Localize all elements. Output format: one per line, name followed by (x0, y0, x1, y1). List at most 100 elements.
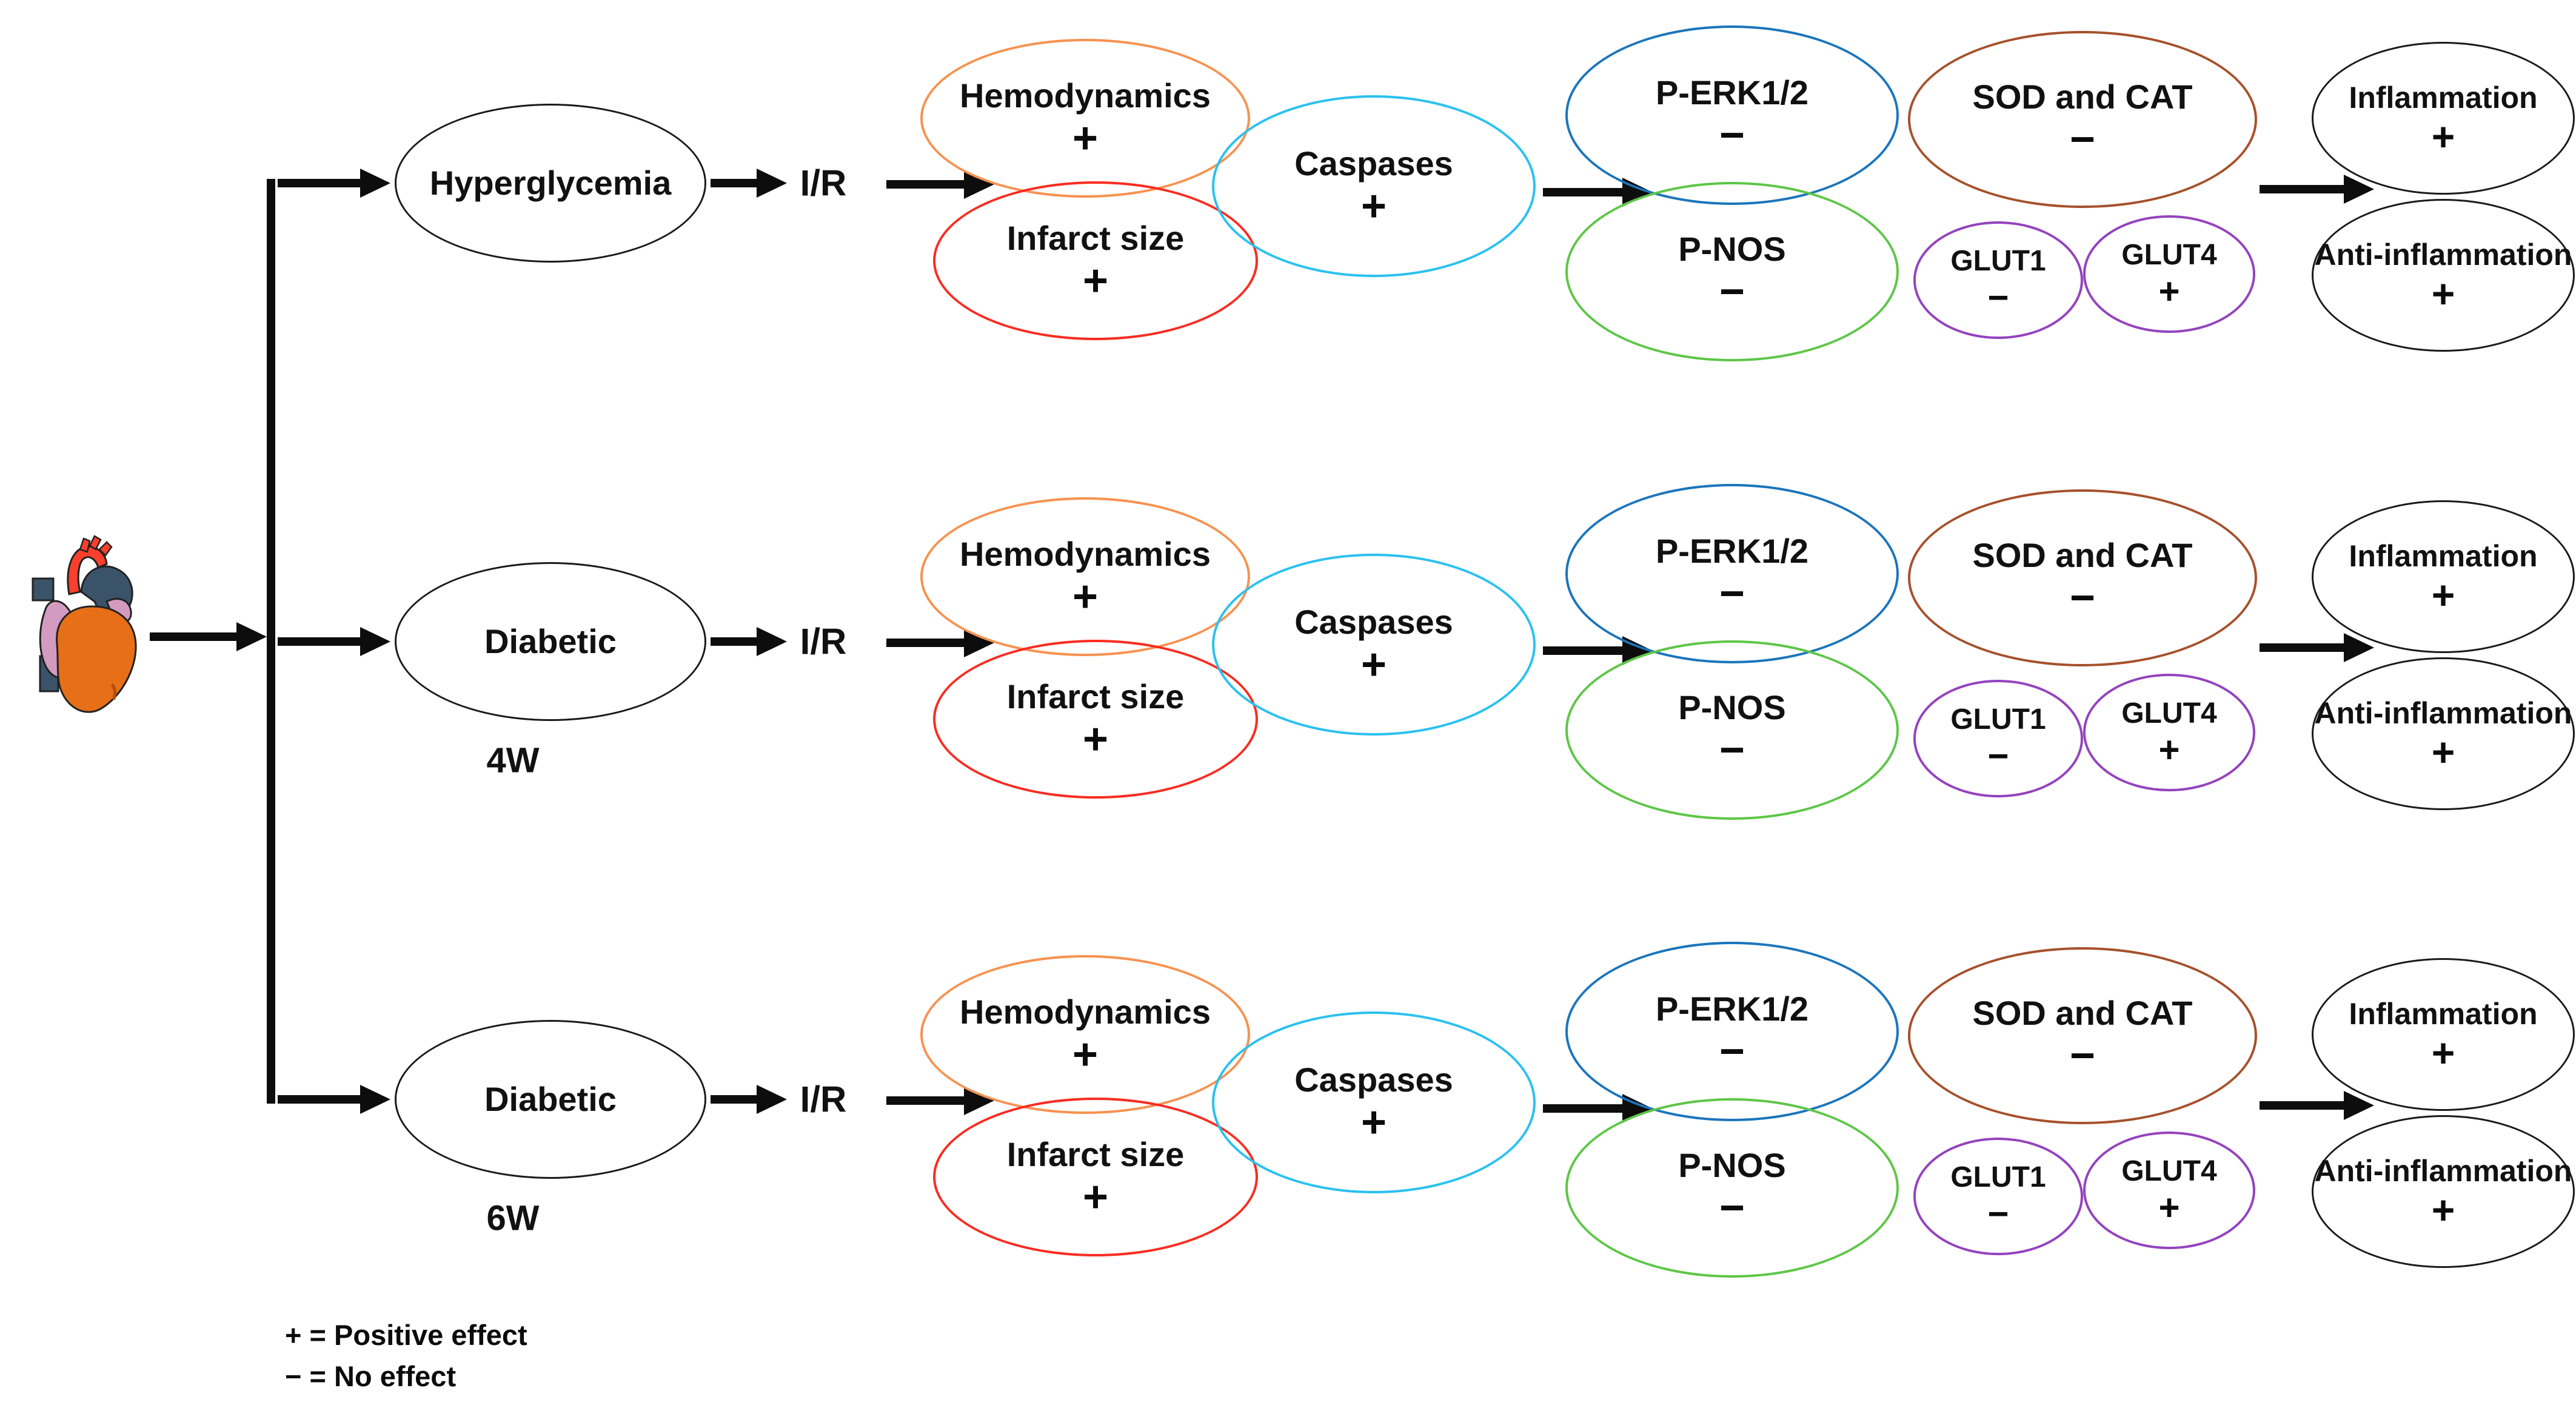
flow-arrow-1 (278, 1085, 390, 1114)
glut1-ellipse: GLUT1− (1913, 221, 2083, 339)
glut4-sign: + (2158, 271, 2180, 312)
pnos-label: P-NOS (1678, 230, 1786, 269)
condition-label: Hyperglycemia (429, 163, 672, 202)
hemodynamics-label: Hemodynamics (960, 76, 1211, 115)
caspases-label: Caspases (1294, 603, 1453, 642)
glut4-ellipse: GLUT4+ (2083, 1132, 2255, 1249)
hemodynamics-ellipse: Hemodynamics+ (920, 39, 1250, 198)
sod-cat-ellipse: SOD and CAT− (1908, 489, 2257, 666)
caspases-ellipse: Caspases+ (1212, 95, 1536, 277)
arrowhead (360, 169, 390, 198)
condition-ellipse: Diabetic (395, 1020, 706, 1179)
hemodynamics-ellipse: Hemodynamics+ (920, 955, 1250, 1114)
inflammation-label: Inflammation (2349, 539, 2538, 574)
flow-arrow-3 (886, 170, 994, 199)
sod-cat-ellipse: SOD and CAT− (1908, 31, 2257, 208)
p-nos-ellipse: P-NOS− (1565, 182, 1899, 361)
p-nos-ellipse: P-NOS− (1565, 1098, 1899, 1278)
flow-arrow-5 (2260, 1091, 2374, 1120)
infarct-sign: + (1082, 257, 1109, 305)
arrowhead (360, 627, 390, 656)
inflammation-sign: + (2431, 113, 2455, 159)
sod-sign: − (2069, 574, 2096, 622)
inflammation-ellipse: Inflammation+ (2312, 42, 2575, 195)
infarct-sign: + (1082, 1173, 1109, 1221)
flow-arrow-5 (2260, 633, 2374, 662)
sod-label: SOD and CAT (1972, 536, 2193, 575)
glut1-ellipse: GLUT1− (1913, 1138, 2083, 1255)
glut4-label: GLUT4 (2121, 697, 2217, 729)
inflammation-label: Inflammation (2349, 81, 2538, 115)
arrowhead (757, 627, 787, 656)
condition-label: Diabetic (484, 622, 617, 660)
anti-label: Anti-inflammation (2314, 1154, 2572, 1189)
flow-arrow-2 (711, 169, 787, 198)
caspases-sign: + (1360, 1098, 1387, 1147)
p-nos-ellipse: P-NOS− (1565, 640, 1899, 820)
duration-label: 6W (486, 1198, 540, 1238)
arrowhead (757, 1085, 787, 1114)
glut4-label: GLUT4 (2121, 238, 2217, 271)
anti-sign: + (2431, 270, 2455, 316)
heart-to-branch-arrow (150, 622, 267, 651)
pnos-sign: − (1719, 267, 1745, 316)
glut4-label: GLUT4 (2121, 1155, 2217, 1187)
arrowhead (360, 1085, 390, 1114)
legend-positive-effect: + = Positive effect (285, 1319, 527, 1351)
infarct-size-ellipse: Infarct size+ (933, 640, 1258, 799)
anti-sign: + (2431, 1187, 2455, 1232)
flow-arrow-3 (886, 1086, 994, 1115)
sod-sign: − (2069, 115, 2096, 164)
duration-label: 4W (486, 740, 540, 780)
glut1-label: GLUT1 (1950, 703, 2046, 736)
flow-arrow-1 (278, 627, 390, 656)
inflammation-ellipse: Inflammation+ (2312, 958, 2575, 1111)
anti-inflammation-ellipse: Anti-inflammation+ (2312, 199, 2575, 352)
legend: + = Positive effect − = No effect (285, 1315, 527, 1397)
arrowhead (757, 169, 787, 198)
inflammation-sign: + (2431, 572, 2455, 617)
flow-arrow-5 (2260, 175, 2374, 204)
glut1-sign: − (1987, 1193, 2009, 1235)
glut1-label: GLUT1 (1950, 244, 2046, 277)
glut4-ellipse: GLUT4+ (2083, 674, 2255, 791)
hemodynamics-ellipse: Hemodynamics+ (920, 497, 1250, 656)
pnos-sign: − (1719, 1184, 1745, 1232)
infarct-label: Infarct size (1006, 677, 1185, 716)
glut1-label: GLUT1 (1950, 1161, 2046, 1193)
glut1-ellipse: GLUT1− (1913, 680, 2083, 797)
infarct-sign: + (1082, 715, 1109, 763)
perk-label: P-ERK1/2 (1655, 73, 1809, 112)
condition-label: Diabetic (484, 1079, 617, 1118)
perk-sign: − (1719, 111, 1745, 159)
anti-sign: + (2431, 729, 2455, 774)
inflammation-label: Inflammation (2349, 997, 2538, 1031)
flow-arrow-3 (886, 628, 994, 657)
hemodynamics-sign: + (1072, 1030, 1099, 1079)
condition-ellipse: Diabetic (395, 562, 706, 721)
anti-inflammation-ellipse: Anti-inflammation+ (2312, 657, 2575, 810)
perk-sign: − (1719, 569, 1745, 618)
hemodynamics-label: Hemodynamics (960, 993, 1211, 1031)
ir-label: I/R (800, 163, 847, 204)
flow-arrow-1 (278, 169, 390, 198)
p-erk-ellipse: P-ERK1/2− (1565, 942, 1899, 1121)
pnos-sign: − (1719, 726, 1745, 774)
caspases-ellipse: Caspases+ (1212, 554, 1536, 736)
infarct-label: Infarct size (1006, 219, 1185, 258)
flow-arrow-4 (1543, 636, 1653, 665)
branch-line (267, 179, 275, 1104)
inflammation-ellipse: Inflammation+ (2312, 500, 2575, 653)
p-erk-ellipse: P-ERK1/2− (1565, 484, 1899, 663)
anti-label: Anti-inflammation (2314, 238, 2572, 272)
infarct-size-ellipse: Infarct size+ (933, 1098, 1258, 1256)
pnos-label: P-NOS (1678, 1146, 1786, 1185)
p-erk-ellipse: P-ERK1/2− (1565, 25, 1899, 205)
anti-inflammation-ellipse: Anti-inflammation+ (2312, 1115, 2575, 1268)
caspases-sign: + (1360, 640, 1387, 689)
condition-ellipse: Hyperglycemia (395, 104, 706, 263)
caspases-ellipse: Caspases+ (1212, 1011, 1536, 1193)
perk-label: P-ERK1/2 (1655, 990, 1809, 1028)
ir-label: I/R (800, 621, 847, 662)
